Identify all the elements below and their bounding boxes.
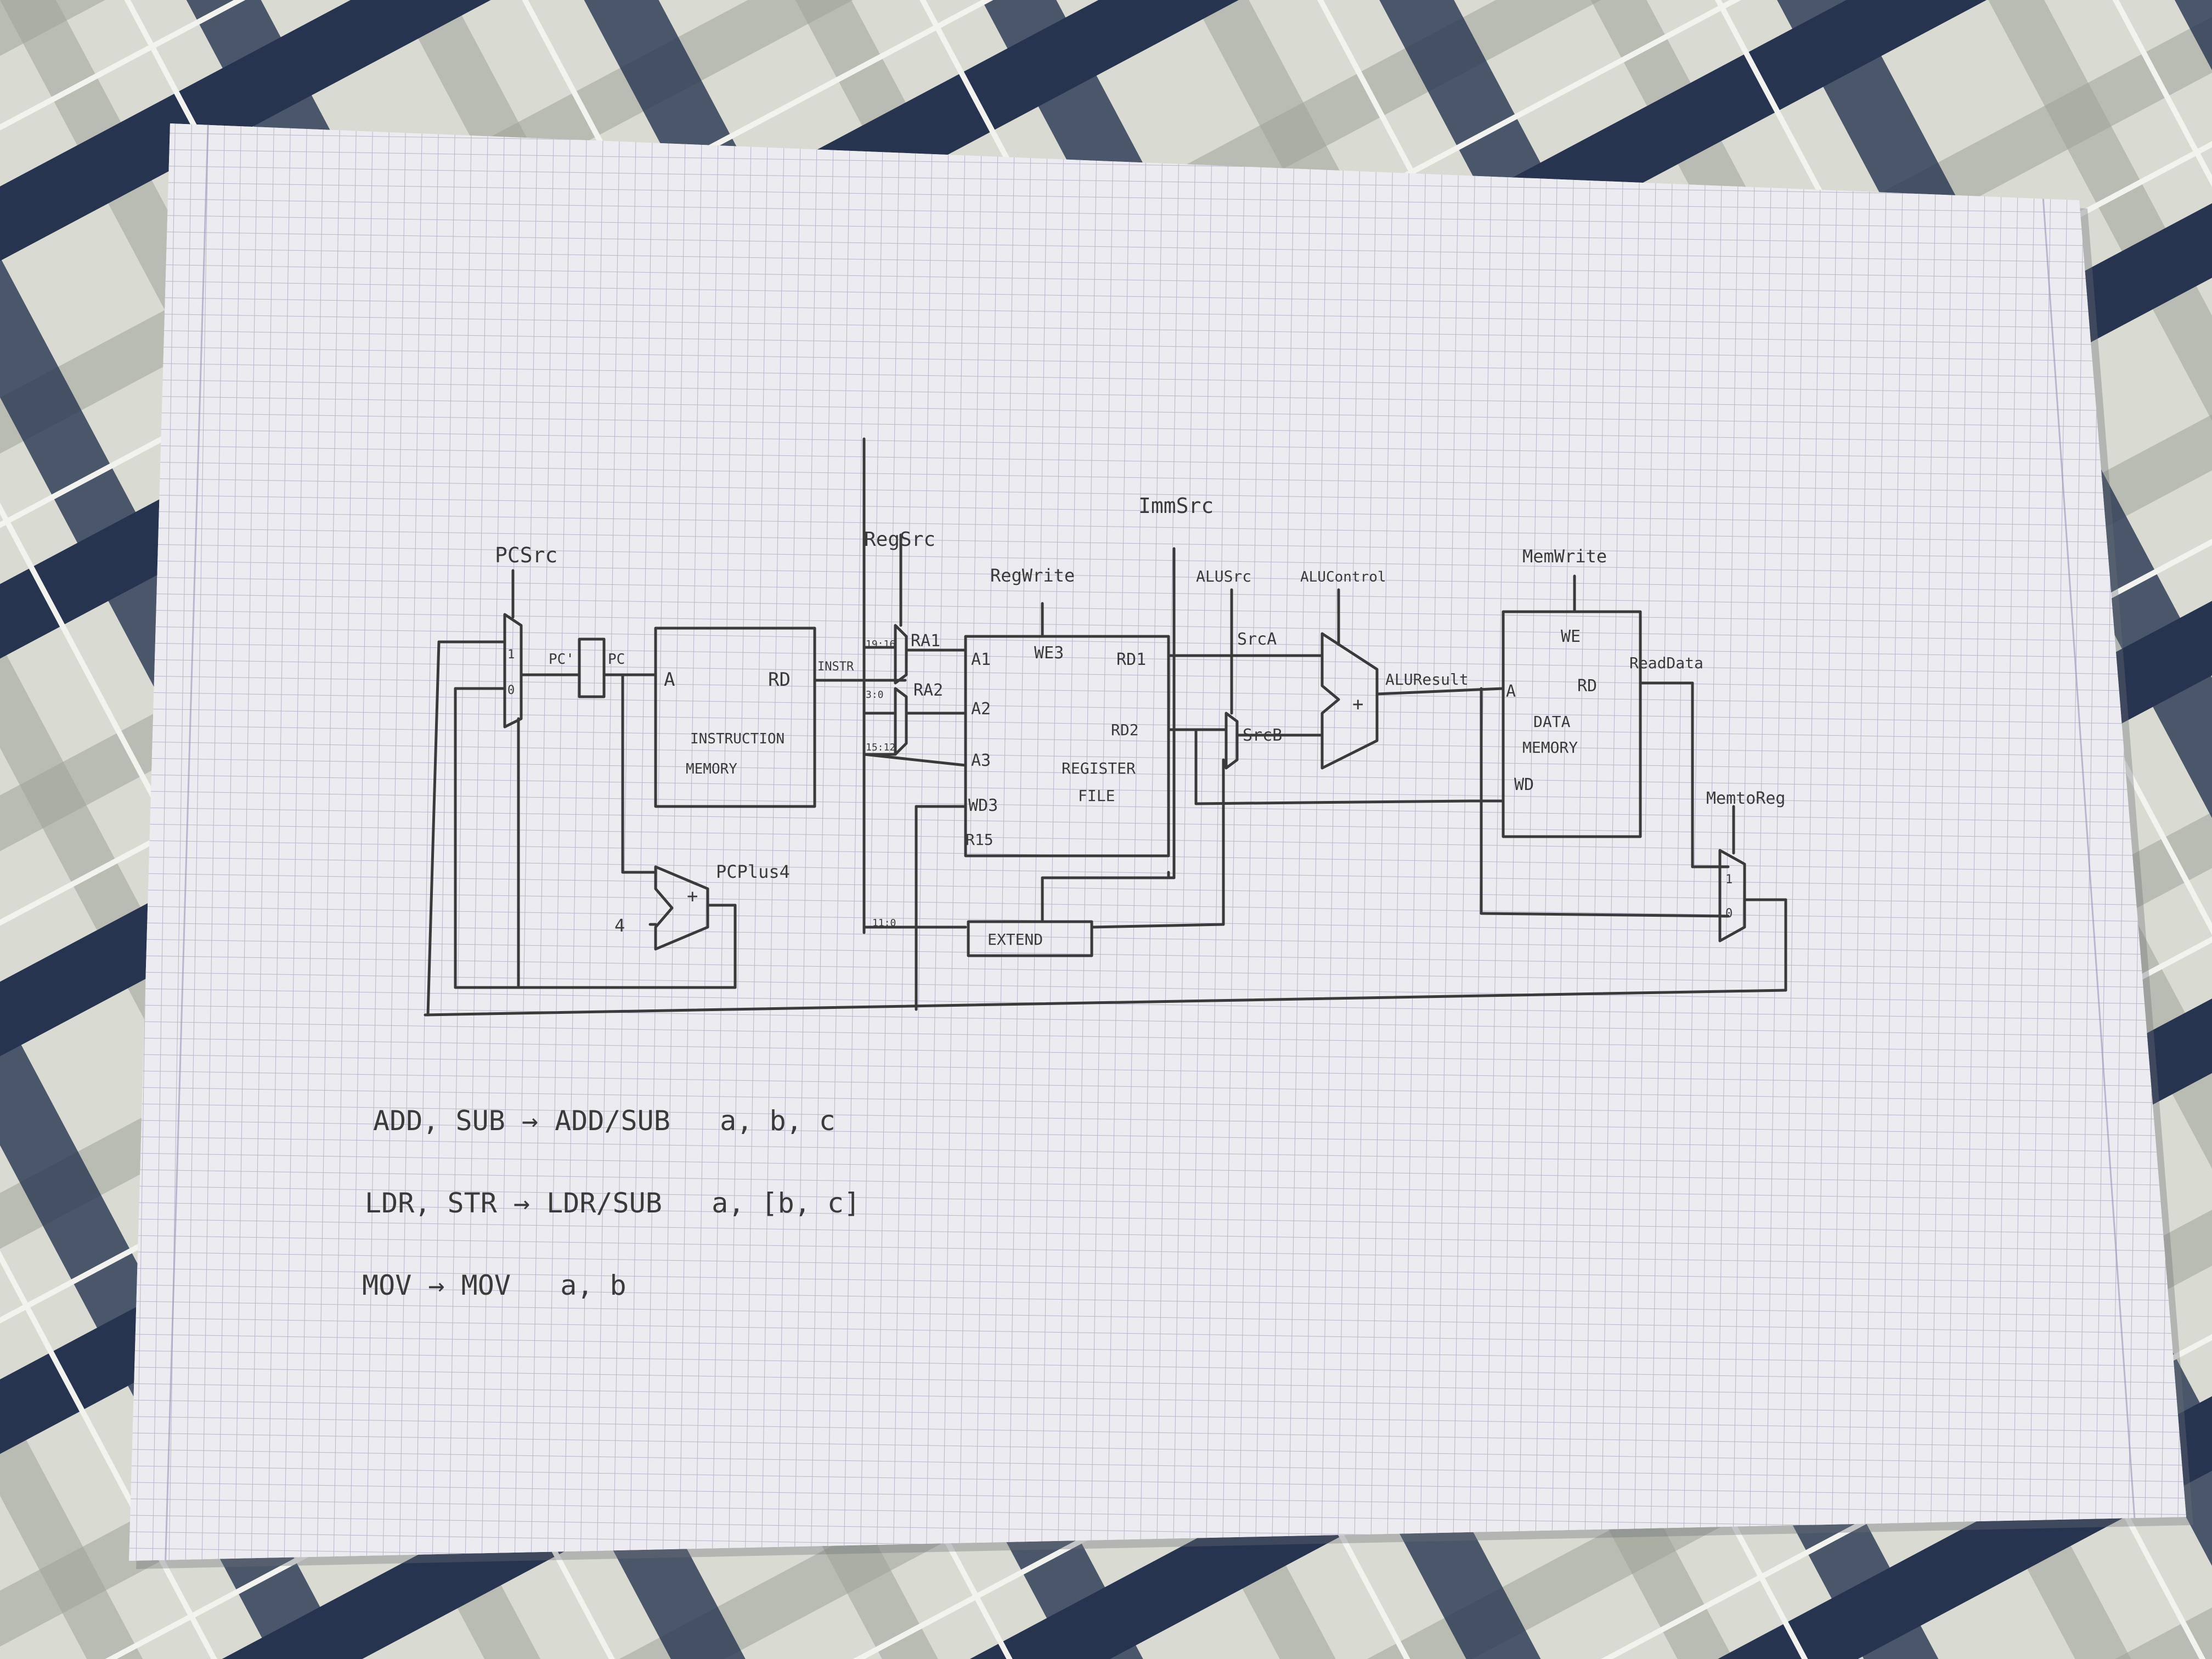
dmem-line1: DATA (1533, 713, 1571, 731)
note-line: LDR, STR → LDR/SUB a, [b, c] (365, 1187, 860, 1219)
readdata-label: ReadData (1629, 654, 1703, 672)
bitfield-15-12: 15:12 (866, 742, 895, 753)
instruction-notes: ADD, SUB → ADD/SUB a, b, c LDR, STR → LD… (362, 1105, 860, 1301)
adder-const-4: 4 (614, 915, 625, 936)
rf-a2: A2 (971, 699, 991, 719)
data-memory-block (1502, 610, 1642, 838)
memwrite-label: MemWrite (1522, 546, 1607, 567)
ra1-label: RA1 (911, 631, 940, 651)
bitfield-19-16: 19:16 (866, 639, 895, 650)
rf-we3: WE3 (1034, 644, 1064, 663)
imem-port-a: A (664, 669, 675, 691)
srcb-label: SrcB (1243, 726, 1282, 745)
rf-rd2: RD2 (1111, 721, 1139, 739)
result-mux-in1: 1 (1725, 873, 1733, 887)
memtoreg-label: MemtoReg (1706, 789, 1786, 808)
imem-port-rd: RD (768, 669, 791, 691)
pc-mux-in0: 0 (507, 684, 515, 697)
pc-register (578, 637, 606, 698)
dmem-wd: WD (1514, 775, 1534, 794)
regwrite-label: RegWrite (990, 565, 1075, 586)
dmem-a: A (1506, 682, 1516, 701)
dmem-line2: MEMORY (1522, 738, 1578, 757)
pcplus4-adder (654, 865, 709, 951)
instruction-memory-block (654, 627, 816, 808)
pcplus4-label: PCPlus4 (716, 861, 790, 882)
aluresult-label: ALUResult (1385, 670, 1469, 689)
imem-line2: MEMORY (686, 761, 737, 777)
rf-a1: A1 (971, 650, 991, 669)
alu-shape (1321, 632, 1379, 770)
alu-plus: + (1352, 693, 1363, 715)
imem-line1: INSTRUCTION (690, 731, 785, 747)
rf-r15: R15 (966, 831, 994, 849)
regsrc-label: RegSrc (864, 528, 935, 551)
pcsrc-label: PCSrc (495, 543, 557, 567)
regsrc-mux-1 (894, 624, 908, 685)
immsrc-label: ImmSrc (1138, 494, 1214, 518)
diagram-labels: PCSrc RegSrc ImmSrc RegWrite ALUSrc ALUC… (495, 494, 1786, 949)
register-file-block (964, 635, 1170, 857)
rf-a3: A3 (971, 751, 991, 770)
alucontrol-label: ALUControl (1300, 569, 1386, 585)
bitfield-3-0: 3:0 (866, 689, 884, 701)
alusrc-label: ALUSrc (1196, 567, 1251, 585)
note-line: MOV → MOV a, b (362, 1269, 627, 1301)
rf-wd3: WD3 (968, 796, 998, 815)
extend-block (967, 920, 1093, 957)
rf-rd1: RD1 (1116, 650, 1146, 669)
instr-label: INSTR (817, 660, 854, 674)
adder-plus: + (687, 885, 698, 907)
srcb-mux (1224, 712, 1239, 770)
bitfield-11-0: 11:0 (872, 917, 896, 929)
srca-label: SrcA (1237, 630, 1277, 649)
extend-label: EXTEND (988, 930, 1043, 949)
pc-mux-in1: 1 (507, 648, 515, 662)
dmem-rd: RD (1577, 676, 1597, 696)
dmem-we: WE (1561, 627, 1581, 646)
rf-line1: REGISTER (1062, 759, 1136, 777)
ra2-label: RA2 (913, 681, 943, 700)
result-mux-in0: 0 (1725, 907, 1733, 921)
rf-line2: FILE (1078, 787, 1115, 805)
note-line: ADD, SUB → ADD/SUB a, b, c (373, 1105, 836, 1137)
pc-label: PC (608, 651, 625, 668)
regsrc-mux-2 (894, 687, 908, 756)
datapath-diagram (424, 437, 1787, 1017)
result-mux (1718, 849, 1746, 943)
pc-prime-label: PC' (549, 651, 574, 668)
